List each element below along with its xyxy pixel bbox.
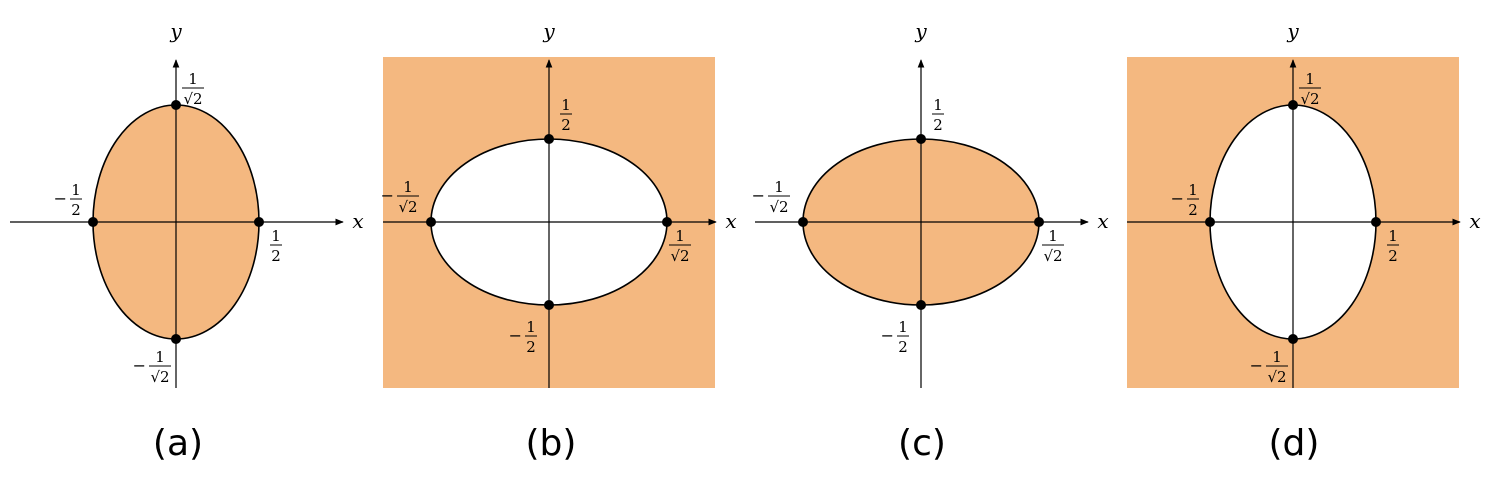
label-bottom: 1 √2− bbox=[133, 348, 171, 386]
panel-caption: (a) bbox=[153, 423, 203, 464]
panel-caption: (c) bbox=[898, 423, 946, 464]
fraction-numerator: 1 bbox=[71, 181, 81, 199]
fraction-denominator: √2 bbox=[670, 247, 689, 265]
fraction-numerator: 1 bbox=[1188, 181, 1198, 199]
fraction-numerator: 1 bbox=[1388, 227, 1398, 245]
fraction-numerator: 1 bbox=[933, 96, 943, 114]
fraction-denominator: √2 bbox=[398, 198, 417, 216]
intercept-point-left bbox=[88, 217, 98, 227]
intercept-point-top bbox=[171, 100, 181, 110]
fraction-denominator: 2 bbox=[561, 116, 571, 134]
fraction-denominator: √2 bbox=[150, 368, 169, 386]
fraction-numerator: 1 bbox=[1272, 348, 1282, 366]
minus-sign: − bbox=[133, 356, 146, 375]
fraction-numerator: 1 bbox=[561, 96, 571, 114]
intercept-point-top bbox=[544, 134, 554, 144]
fraction-denominator: √2 bbox=[769, 198, 788, 216]
fraction-numerator: 1 bbox=[188, 70, 198, 88]
fraction-denominator: √2 bbox=[1300, 90, 1319, 108]
fraction-numerator: 1 bbox=[526, 318, 536, 336]
y-axis-label: y bbox=[542, 19, 555, 43]
intercept-point-left bbox=[1205, 217, 1215, 227]
fraction-numerator: 1 bbox=[271, 227, 281, 245]
fraction-denominator: 2 bbox=[71, 201, 81, 219]
fraction-denominator: √2 bbox=[1043, 247, 1062, 265]
minus-sign: − bbox=[1250, 356, 1263, 375]
label-bottom: 1 2− bbox=[509, 318, 537, 356]
label-right: 12 bbox=[270, 227, 282, 265]
label-left: 1 2− bbox=[1171, 181, 1199, 219]
label-right: 12 bbox=[1387, 227, 1399, 265]
minus-sign: − bbox=[881, 326, 894, 345]
intercept-point-right bbox=[254, 217, 264, 227]
minus-sign: − bbox=[509, 326, 522, 345]
y-axis-label: y bbox=[169, 19, 182, 43]
label-left: 1 √2− bbox=[381, 178, 419, 216]
fraction-denominator: 2 bbox=[1188, 201, 1198, 219]
label-left: 1 √2− bbox=[752, 178, 790, 216]
x-axis-label: x bbox=[1097, 209, 1108, 233]
fraction-denominator: 2 bbox=[933, 116, 943, 134]
label-top: 1√2 bbox=[182, 70, 204, 108]
label-left: 1 2− bbox=[54, 181, 82, 219]
fraction-numerator: 1 bbox=[155, 348, 165, 366]
panel-caption: (b) bbox=[526, 423, 577, 464]
label-top: 1√2 bbox=[1299, 70, 1321, 108]
fraction-denominator: 2 bbox=[1388, 247, 1398, 265]
fraction-denominator: √2 bbox=[1267, 368, 1286, 386]
intercept-point-right bbox=[1034, 217, 1044, 227]
fraction-numerator: 1 bbox=[1048, 227, 1058, 245]
fraction-numerator: 1 bbox=[1305, 70, 1315, 88]
intercept-point-bottom bbox=[544, 300, 554, 310]
label-top: 12 bbox=[560, 96, 572, 134]
x-axis-label: x bbox=[1469, 209, 1480, 233]
label-bottom: 1 2− bbox=[881, 318, 909, 356]
y-axis-label: y bbox=[914, 19, 927, 43]
fraction-numerator: 1 bbox=[675, 227, 685, 245]
intercept-point-right bbox=[662, 217, 672, 227]
x-axis-label: x bbox=[352, 209, 363, 233]
intercept-point-left bbox=[426, 217, 436, 227]
minus-sign: − bbox=[381, 186, 394, 205]
panel-d: xy1√21√2−12−12(d) bbox=[1127, 19, 1481, 464]
fraction-denominator: 2 bbox=[898, 338, 908, 356]
label-right: 1√2 bbox=[1042, 227, 1064, 265]
x-axis-label: x bbox=[725, 209, 736, 233]
fraction-numerator: 1 bbox=[403, 178, 413, 196]
y-axis-label: y bbox=[1286, 19, 1299, 43]
intercept-point-top bbox=[916, 134, 926, 144]
minus-sign: − bbox=[752, 186, 765, 205]
intercept-point-left bbox=[798, 217, 808, 227]
label-top: 12 bbox=[932, 96, 944, 134]
fraction-denominator: 2 bbox=[271, 247, 281, 265]
intercept-point-right bbox=[1371, 217, 1381, 227]
intercept-point-top bbox=[1288, 100, 1298, 110]
fraction-numerator: 1 bbox=[774, 178, 784, 196]
minus-sign: − bbox=[1171, 189, 1184, 208]
panel-a: xy1√21√2−12−12(a) bbox=[10, 19, 364, 464]
fraction-denominator: 2 bbox=[526, 338, 536, 356]
intercept-point-bottom bbox=[916, 300, 926, 310]
fraction-denominator: √2 bbox=[183, 90, 202, 108]
intercept-point-bottom bbox=[1288, 334, 1298, 344]
minus-sign: − bbox=[54, 189, 67, 208]
fraction-numerator: 1 bbox=[898, 318, 908, 336]
label-bottom: 1 √2− bbox=[1250, 348, 1288, 386]
panel-caption: (d) bbox=[1269, 423, 1320, 464]
intercept-point-bottom bbox=[171, 334, 181, 344]
label-right: 1√2 bbox=[669, 227, 691, 265]
